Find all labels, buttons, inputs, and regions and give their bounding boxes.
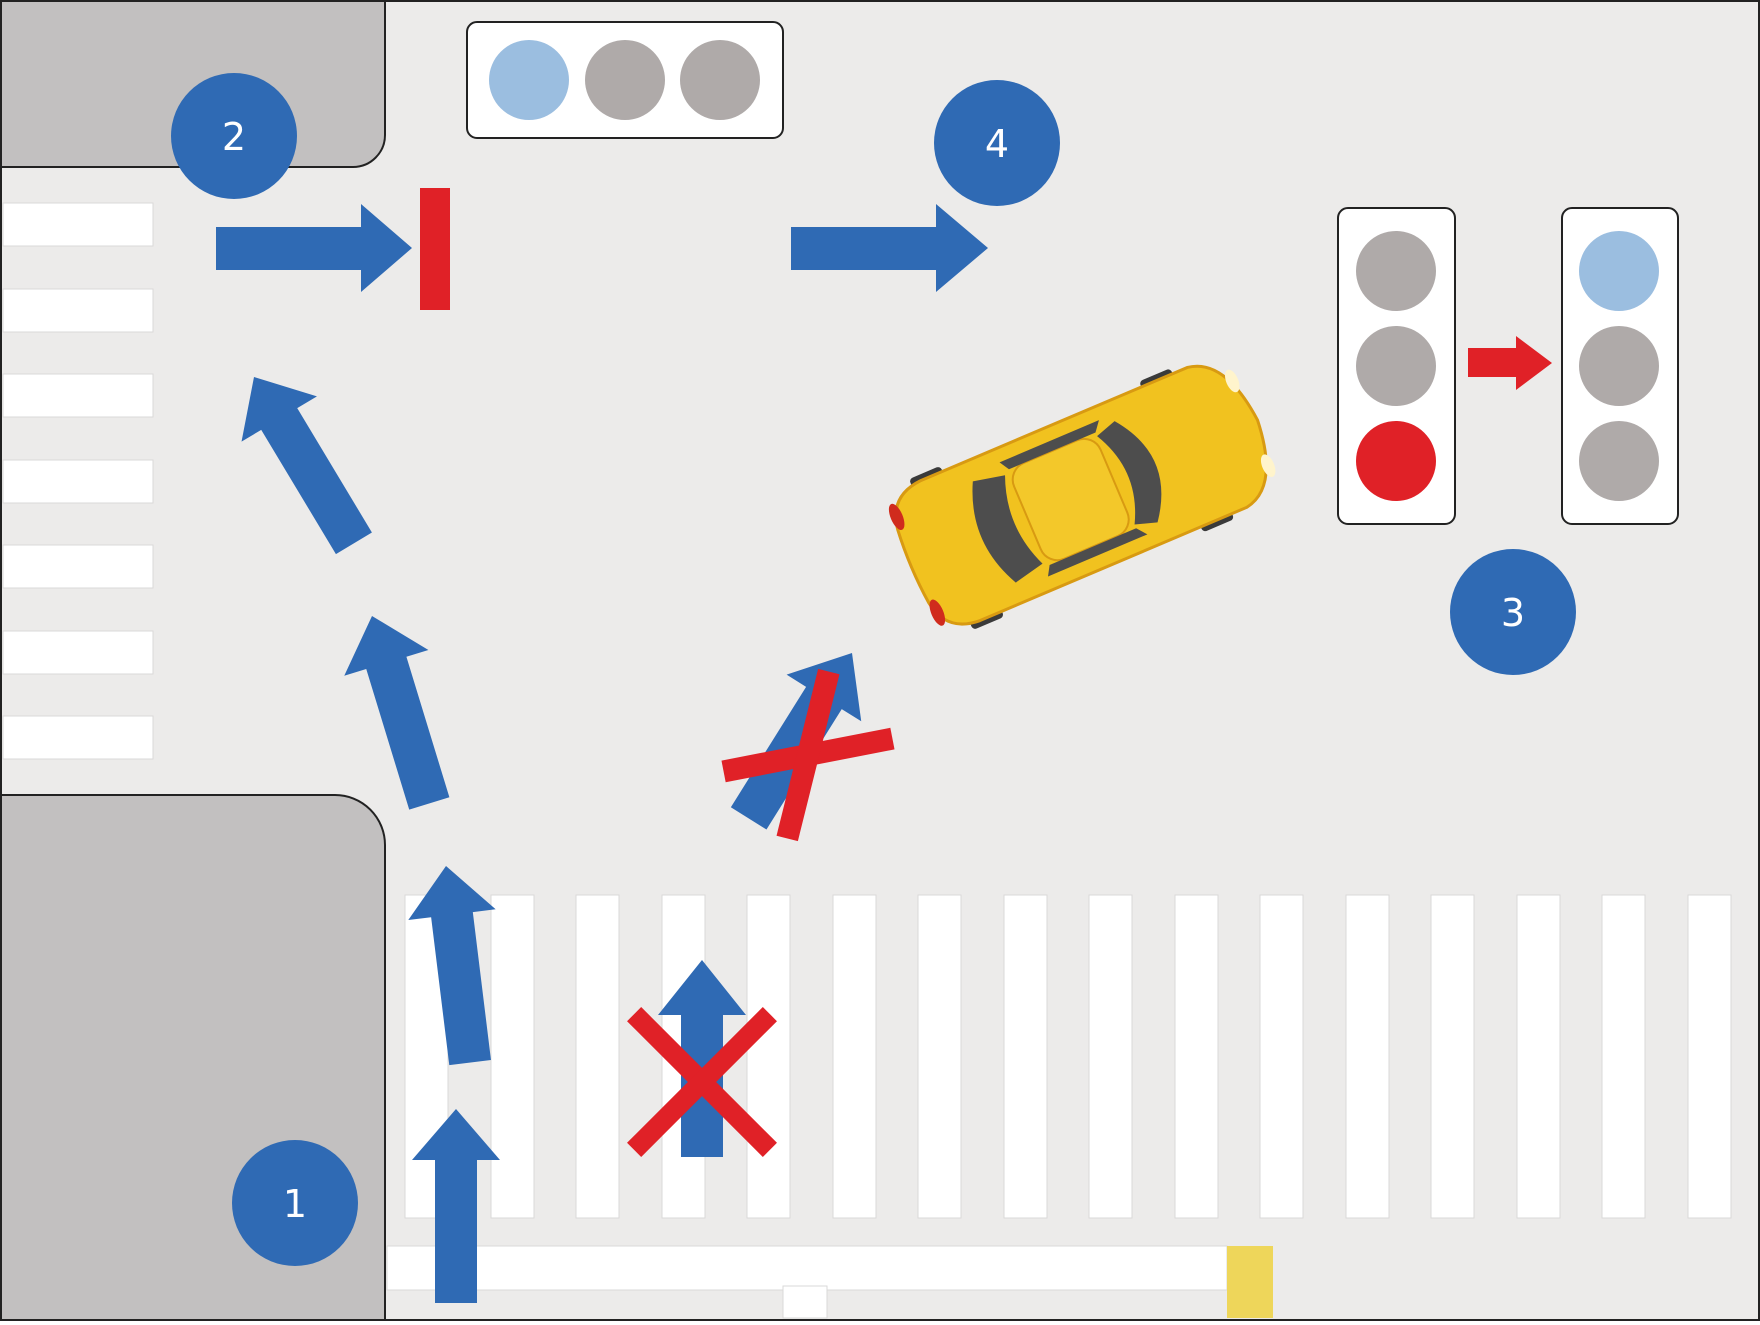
car-icon (888, 364, 1276, 629)
traffic-light-current-lamp-3 (1356, 421, 1436, 501)
traffic-light-current-lamp-1 (1356, 231, 1436, 311)
marker-1: 1 (232, 1140, 358, 1266)
arrow-right-icon (1468, 336, 1552, 390)
marker-4-label: 4 (985, 122, 1009, 166)
route-arrow-4 (241, 377, 372, 555)
crosswalk-bottom (404, 894, 1732, 1219)
route-arrow-start (412, 1109, 500, 1303)
route-arrow-3 (344, 616, 450, 810)
marker-4: 4 (934, 80, 1060, 206)
cross-mark-icon (627, 668, 895, 1157)
traffic-light-top-lamp-3 (680, 40, 760, 120)
traffic-light-next-lamp-2 (1579, 326, 1659, 406)
route-arrow-continue (791, 204, 988, 292)
traffic-light-top-lamp-1 (489, 40, 569, 120)
route-arrow-to-stop (216, 204, 412, 292)
cross-mark-diagonal (721, 668, 895, 842)
marker-1-label: 1 (283, 1182, 307, 1226)
stop-line-icon (420, 188, 450, 310)
traffic-light-current-lamp-2 (1356, 326, 1436, 406)
tactile-paving (1227, 1246, 1273, 1318)
marker-2: 2 (171, 73, 297, 199)
traffic-light-next (1561, 207, 1679, 525)
traffic-light-top (466, 21, 784, 139)
traffic-light-top-lamp-2 (585, 40, 665, 120)
crosswalk-left (2, 202, 154, 760)
traffic-light-next-lamp-3 (1579, 421, 1659, 501)
marker-3-label: 3 (1501, 591, 1525, 635)
traffic-light-current (1337, 207, 1456, 525)
route-arrow-2 (408, 866, 496, 1066)
lane-marker-small (782, 1285, 828, 1319)
marker-2-label: 2 (222, 115, 246, 159)
stop-line-bottom (386, 1245, 1228, 1291)
route-arrow-forbidden-straight (658, 960, 746, 1157)
cross-mark-straight (627, 1007, 777, 1157)
marker-3: 3 (1450, 549, 1576, 675)
traffic-light-next-lamp-1 (1579, 231, 1659, 311)
